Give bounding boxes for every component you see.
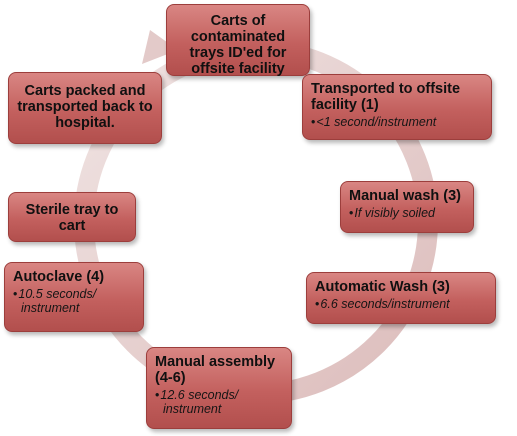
step-title: Manual wash (3) bbox=[349, 188, 461, 204]
step-detail: 10.5 seconds/ instrument bbox=[13, 287, 135, 315]
step-title: Manual assembly (4-6) bbox=[155, 354, 276, 386]
step-manual-assembly: Manual assembly (4-6) 12.6 seconds/ inst… bbox=[146, 347, 292, 429]
step-detail: <1 second/instrument bbox=[311, 115, 483, 129]
step-detail: 6.6 seconds/instrument bbox=[315, 297, 487, 311]
step-title: Transported to offsite facility (1) bbox=[311, 81, 461, 113]
step-title: Automatic Wash (3) bbox=[315, 279, 450, 295]
step-transported-offsite: Transported to offsite facility (1) <1 s… bbox=[302, 74, 492, 140]
step-title: Carts of contaminated trays ID'ed for of… bbox=[189, 13, 287, 77]
step-title: Carts packed and transported back to hos… bbox=[17, 83, 153, 131]
step-carts-contaminated: Carts of contaminated trays ID'ed for of… bbox=[166, 4, 310, 77]
step-manual-wash: Manual wash (3) If visibly soiled bbox=[340, 181, 474, 233]
step-title: Sterile tray to cart bbox=[25, 202, 119, 234]
step-detail: 12.6 seconds/ instrument bbox=[155, 388, 283, 416]
step-sterile-tray: Sterile tray to cart bbox=[8, 192, 136, 242]
step-title: Autoclave (4) bbox=[13, 269, 105, 285]
step-automatic-wash: Automatic Wash (3) 6.6 seconds/instrumen… bbox=[306, 272, 496, 324]
step-carts-packed: Carts packed and transported back to hos… bbox=[8, 72, 162, 144]
cycle-arrowhead bbox=[142, 30, 178, 64]
step-autoclave: Autoclave (4) 10.5 seconds/ instrument bbox=[4, 262, 144, 332]
step-detail: If visibly soiled bbox=[349, 206, 465, 220]
